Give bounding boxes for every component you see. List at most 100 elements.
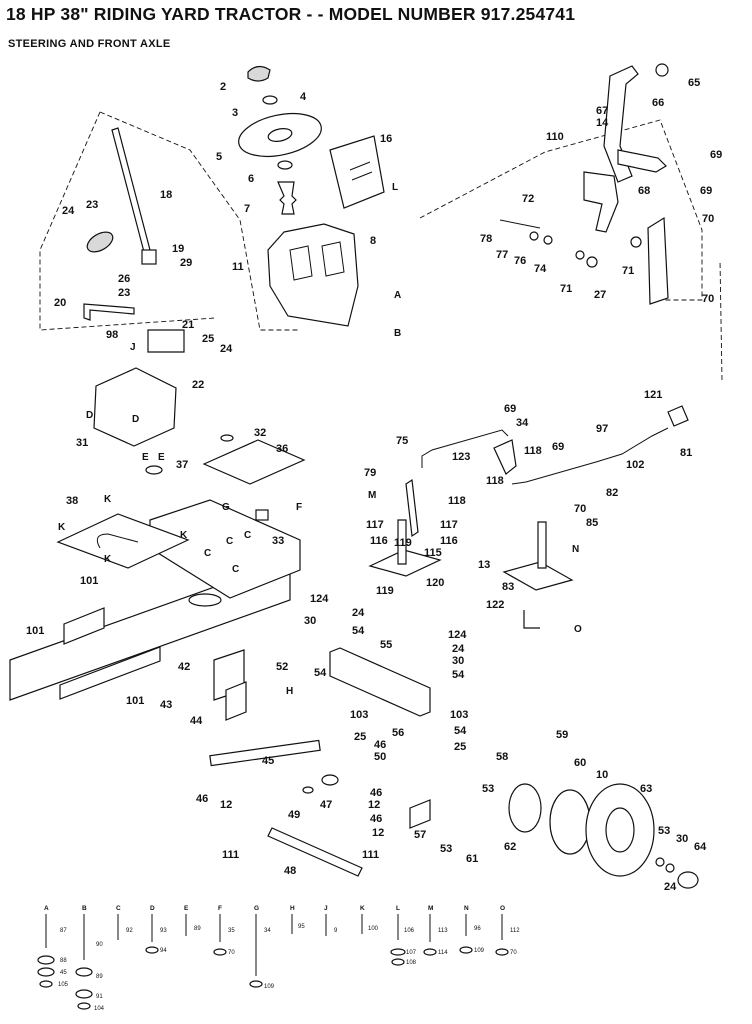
axle-44	[225, 681, 247, 721]
callout-98: 98	[106, 329, 118, 341]
callout-C-4: C	[232, 564, 239, 575]
washer-71b	[630, 236, 642, 248]
callout-123: 123	[452, 451, 470, 463]
callout-56: 56	[392, 727, 404, 739]
hw-F-35: 35	[228, 928, 235, 934]
hub-62	[508, 783, 542, 833]
callout-101-b: 101	[26, 625, 44, 637]
callout-33: 33	[272, 535, 284, 547]
nut-O-70	[495, 948, 509, 956]
callout-27: 27	[594, 289, 606, 301]
callout-74: 74	[534, 263, 547, 275]
shaft-115	[397, 519, 407, 565]
callout-118-a: 118	[486, 475, 504, 487]
nut-F-70	[213, 948, 227, 956]
bracket-21	[147, 329, 185, 353]
steering-left-boundary	[39, 111, 216, 331]
hw-L-108: 108	[406, 960, 417, 966]
callout-36: 36	[276, 443, 288, 455]
hw-K-100: 100	[368, 926, 379, 932]
callout-E-1: E	[142, 452, 149, 463]
callout-24-a: 24	[62, 205, 75, 217]
callout-68: 68	[638, 185, 650, 197]
callout-85: 85	[586, 517, 598, 529]
callout-53-c: 53	[658, 825, 670, 837]
callout-71-a: 71	[560, 283, 572, 295]
callout-124-b: 124	[448, 629, 467, 641]
callout-76: 76	[514, 255, 526, 267]
callout-23-b: 23	[118, 287, 130, 299]
callout-45: 45	[262, 755, 274, 767]
bushing-32	[220, 434, 234, 442]
callout-7: 7	[244, 203, 250, 215]
shaft-20	[83, 303, 135, 321]
hw-B-91: 91	[96, 994, 103, 1000]
shift-lever-boundary	[419, 119, 703, 301]
callout-5: 5	[216, 151, 222, 163]
lever-66	[603, 65, 639, 183]
callout-2: 2	[220, 81, 226, 93]
page-title: 18 HP 38" RIDING YARD TRACTOR - - MODEL …	[6, 4, 576, 24]
hw-N-96: 96	[474, 926, 481, 932]
washer-A-88	[37, 955, 55, 965]
hw-letter-E: E	[184, 905, 189, 912]
callout-25-b: 25	[354, 731, 366, 743]
hw-O-112: 112	[510, 928, 520, 934]
bracket-34	[493, 439, 517, 475]
hw-G-34: 34	[264, 928, 271, 934]
steering-shaft-group	[83, 127, 185, 353]
callout-97: 97	[596, 423, 608, 435]
bushing-47	[321, 774, 339, 786]
callout-labels: 2 3 4 5 6 7 8 11 A B 16 L 18 24 23 19 29…	[26, 77, 722, 893]
nut-G-109	[249, 980, 263, 988]
callout-24-e: 24	[664, 881, 677, 893]
callout-32: 32	[254, 427, 266, 439]
callout-53-b: 53	[440, 843, 452, 855]
callout-31: 31	[76, 437, 88, 449]
callout-30-c: 30	[676, 833, 688, 845]
callout-116-b: 116	[440, 535, 458, 547]
callout-54-d: 54	[454, 725, 467, 737]
callout-55: 55	[380, 639, 392, 651]
callout-3: 3	[232, 107, 238, 119]
hw-B-90: 90	[96, 942, 103, 948]
washer-B-91	[75, 989, 93, 999]
callout-53-a: 53	[482, 783, 494, 795]
frame-group	[9, 367, 306, 721]
washer-B-89	[75, 967, 93, 977]
axle-56	[329, 647, 431, 717]
callout-K-4: K	[104, 554, 112, 565]
callout-24-d: 24	[452, 643, 465, 655]
washer-30	[665, 863, 675, 873]
callout-110: 110	[546, 131, 564, 143]
plate-70	[647, 216, 669, 305]
hw-H-95: 95	[298, 924, 305, 930]
callout-22: 22	[192, 379, 204, 391]
callout-37: 37	[176, 459, 188, 471]
lever-arm	[617, 149, 667, 173]
callout-24-c: 24	[352, 607, 365, 619]
steering-wheel-group	[238, 65, 385, 327]
callout-54-c: 54	[314, 667, 327, 679]
nut-D-94	[145, 946, 159, 954]
callout-12-a: 12	[220, 799, 232, 811]
bracket-101	[63, 607, 105, 645]
wheel-bushing	[262, 95, 278, 105]
callout-49: 49	[288, 809, 300, 821]
hw-A-88: 88	[60, 958, 67, 964]
callout-69-c: 69	[504, 403, 516, 415]
hw-letter-A: A	[44, 905, 49, 912]
washer-A-45	[37, 967, 55, 977]
callout-120: 120	[426, 577, 444, 589]
bracket-31	[93, 367, 177, 447]
spacer-37	[145, 465, 163, 475]
callout-119-b: 119	[376, 585, 394, 597]
callout-69-a: 69	[710, 149, 722, 161]
washer-76	[543, 235, 553, 245]
callout-102: 102	[626, 459, 644, 471]
page-subtitle: STEERING AND FRONT AXLE	[8, 38, 171, 50]
callout-G: G	[222, 502, 230, 513]
callout-38: 38	[66, 495, 78, 507]
callout-64: 64	[694, 841, 707, 853]
dash-panel	[267, 223, 359, 327]
